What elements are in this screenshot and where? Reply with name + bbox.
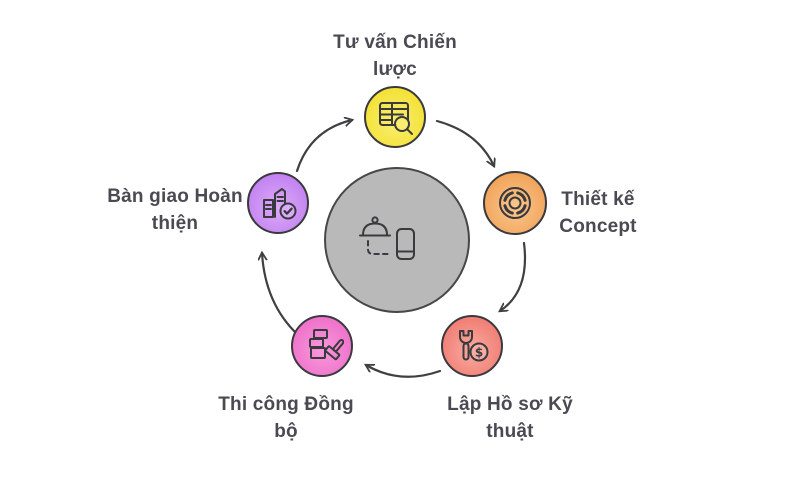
arrow-strategy-to-concept	[435, 119, 494, 166]
bricks-trowel-icon	[309, 329, 344, 361]
step-node-strategy	[364, 86, 426, 148]
step-node-technical: $	[441, 315, 503, 377]
cloche-and-phone-icon	[359, 216, 415, 260]
design-wheel-icon	[499, 187, 531, 219]
arrow-handover-to-strategy	[295, 120, 352, 173]
wrench-dollar-icon: $	[459, 330, 489, 362]
building-check-icon	[263, 188, 297, 220]
step-label-technical: Lập Hồ sơ Kỹ thuật	[447, 394, 573, 442]
table-search-icon	[379, 102, 413, 135]
step-label-strategy: Tư vấn Chiến lược	[333, 32, 457, 80]
dollar-symbol: $	[475, 345, 483, 359]
center-hub	[324, 167, 470, 313]
step-label-concept: Thiết kế Concept	[559, 189, 637, 237]
arrow-construction-to-handover	[262, 253, 299, 336]
arrow-concept-to-technical	[500, 241, 526, 311]
arrow-technical-to-construction	[366, 365, 442, 378]
step-node-handover	[247, 172, 309, 234]
step-label-construction: Thi công Đồng bộ	[218, 394, 354, 442]
step-node-concept	[483, 171, 547, 235]
step-label-handover: Bàn giao Hoàn thiện	[107, 186, 243, 234]
step-node-construction	[291, 315, 353, 377]
